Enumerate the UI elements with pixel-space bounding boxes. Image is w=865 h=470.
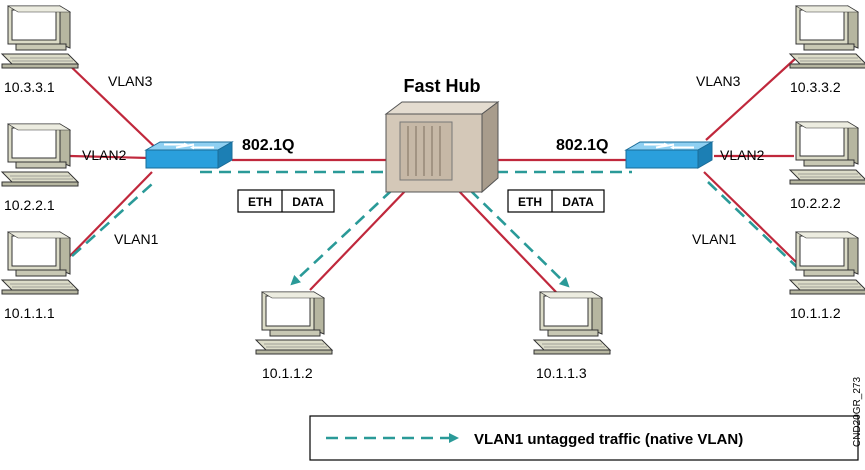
frame-right-eth: ETH bbox=[518, 195, 542, 209]
native-right-host bbox=[707, 181, 799, 269]
pc-left-bot bbox=[1, 231, 79, 295]
native-vlan-paths bbox=[71, 170, 799, 288]
frame-right: ETH DATA bbox=[507, 189, 605, 213]
native-to-hub-left bbox=[290, 189, 393, 286]
link-hub-right bbox=[455, 187, 557, 293]
frame-right-data: DATA bbox=[562, 195, 594, 209]
pc-left-mid bbox=[1, 123, 79, 187]
ip-left-top: 10.3.3.1 bbox=[4, 79, 55, 95]
pc-hub-left bbox=[255, 291, 333, 355]
figure-code: CND20GR_273 bbox=[852, 377, 863, 447]
pc-right-mid bbox=[789, 121, 865, 185]
pc-left-top bbox=[1, 5, 79, 69]
hub-label: Fast Hub bbox=[403, 76, 480, 96]
ip-right-top: 10.3.3.2 bbox=[790, 79, 841, 95]
link-left-vlan2 bbox=[69, 154, 151, 160]
pc-right-bot bbox=[789, 231, 865, 295]
link-left-vlan3 bbox=[63, 59, 161, 153]
ip-hub-left: 10.1.1.2 bbox=[262, 365, 313, 381]
ip-hub-right: 10.1.1.3 bbox=[536, 365, 587, 381]
link-right-vlan3 bbox=[705, 57, 797, 141]
pc-hub-right bbox=[533, 291, 611, 355]
label-right-vlan3: VLAN3 bbox=[696, 73, 741, 89]
switch-left bbox=[145, 141, 233, 169]
ip-left-bot: 10.1.1.1 bbox=[4, 305, 55, 321]
vlan-links bbox=[63, 57, 797, 293]
legend-text: VLAN1 untagged traffic (native VLAN) bbox=[474, 431, 743, 448]
label-left-vlan1: VLAN1 bbox=[114, 231, 159, 247]
fast-hub bbox=[384, 101, 500, 194]
ip-right-mid: 10.2.2.2 bbox=[790, 195, 841, 211]
link-hub-left bbox=[309, 187, 409, 291]
trunk-label-right: 802.1Q bbox=[556, 137, 608, 154]
link-right-vlan1 bbox=[703, 171, 797, 263]
label-left-vlan3: VLAN3 bbox=[108, 73, 153, 89]
frame-left: ETH DATA bbox=[237, 189, 335, 213]
ip-right-bot: 10.1.1.2 bbox=[790, 305, 841, 321]
frame-left-data: DATA bbox=[292, 195, 324, 209]
pc-right-top bbox=[789, 5, 865, 69]
frame-left-eth: ETH bbox=[248, 195, 272, 209]
label-right-vlan2: VLAN2 bbox=[720, 147, 765, 163]
legend: VLAN1 untagged traffic (native VLAN) bbox=[309, 415, 859, 461]
ip-left-mid: 10.2.2.1 bbox=[4, 197, 55, 213]
label-left-vlan2: VLAN2 bbox=[82, 147, 127, 163]
trunk-label-left: 802.1Q bbox=[242, 137, 294, 154]
native-to-hub-right bbox=[469, 189, 570, 288]
switch-right bbox=[625, 141, 713, 169]
label-right-vlan1: VLAN1 bbox=[692, 231, 737, 247]
link-left-vlan1 bbox=[63, 171, 153, 263]
